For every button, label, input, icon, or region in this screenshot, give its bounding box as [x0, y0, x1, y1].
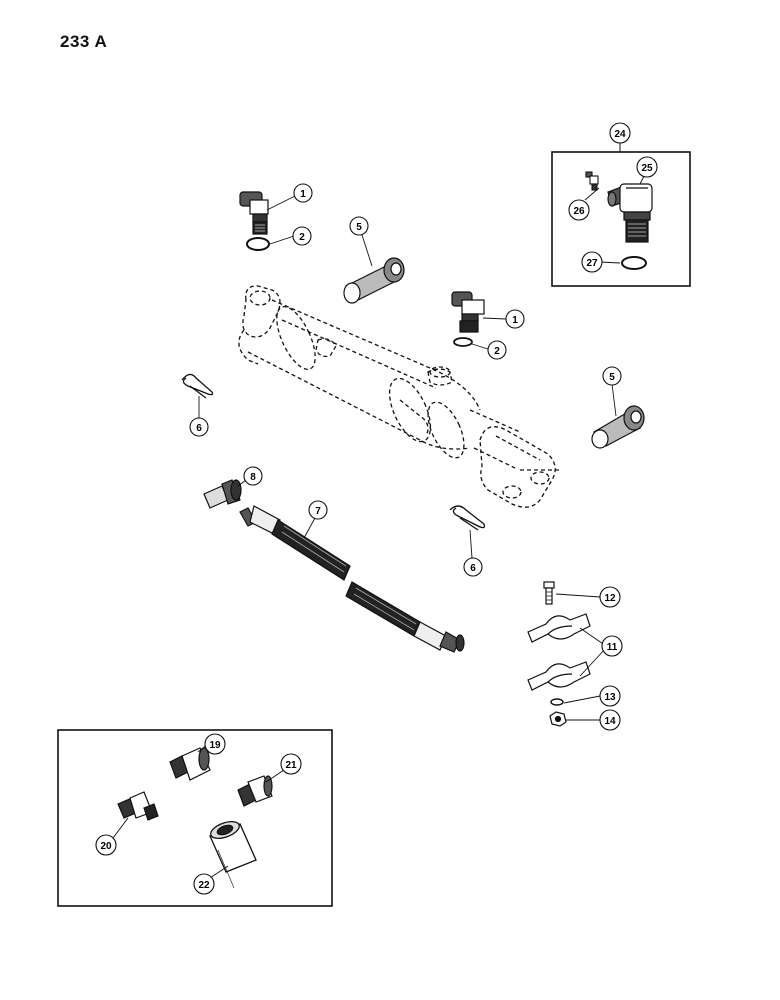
- callout-5b-label: 5: [609, 372, 615, 383]
- washer-13: [550, 698, 564, 706]
- callout-2a-label: 2: [299, 232, 305, 243]
- callout-5b: 5: [602, 366, 622, 386]
- pin-5b: [591, 405, 645, 449]
- callout-24-label: 24: [614, 129, 626, 140]
- callout-21: 21: [280, 753, 302, 775]
- callout-19-label: 19: [209, 740, 221, 751]
- clamp-11-lower: [527, 661, 591, 691]
- bleeder-screw-26: [585, 171, 599, 191]
- callout-6a-label: 6: [196, 423, 202, 434]
- nut-14: [549, 711, 567, 727]
- callout-25-label: 25: [641, 163, 653, 174]
- callout-11: 11: [601, 635, 623, 657]
- inset-box-fittings: [57, 729, 333, 907]
- callout-2a: 2: [292, 226, 312, 246]
- callout-2b-label: 2: [494, 346, 500, 357]
- callout-14-label: 14: [604, 716, 616, 727]
- o-ring-2b: [453, 337, 473, 347]
- callout-6b-label: 6: [470, 563, 476, 574]
- callout-20: 20: [95, 834, 117, 856]
- callout-5a-label: 5: [356, 222, 362, 233]
- fitting-20: [117, 791, 159, 821]
- callout-12: 12: [599, 586, 621, 608]
- callout-7: 7: [308, 500, 328, 520]
- fitting-21: [237, 775, 273, 807]
- callout-13-label: 13: [604, 692, 616, 703]
- callout-8: 8: [243, 466, 263, 486]
- callout-25: 25: [636, 156, 658, 178]
- callout-27: 27: [581, 251, 603, 273]
- callout-20-label: 20: [100, 841, 112, 852]
- callout-24: 24: [609, 122, 631, 144]
- callout-1a: 1: [293, 183, 313, 203]
- callout-21-label: 21: [285, 760, 297, 771]
- inset-box-24: [551, 143, 691, 287]
- bolt-12: [543, 581, 555, 605]
- hose-7: [239, 505, 465, 653]
- callout-11-label: 11: [607, 642, 618, 653]
- callout-19: 19: [204, 733, 226, 755]
- callout-2b: 2: [487, 340, 507, 360]
- callout-12-label: 12: [604, 593, 616, 604]
- callout-22: 22: [193, 873, 215, 895]
- callout-26: 26: [568, 199, 590, 221]
- coupling-22: [209, 821, 257, 889]
- callout-1b: 1: [505, 309, 525, 329]
- callout-7-label: 7: [315, 506, 321, 517]
- elbow-fitting-1b: [451, 291, 485, 333]
- elbow-fitting-1a: [239, 191, 269, 235]
- callout-1a-label: 1: [300, 189, 306, 200]
- fitting-19: [169, 747, 211, 781]
- callout-1b-label: 1: [512, 315, 518, 326]
- callout-27-label: 27: [586, 258, 598, 269]
- elbow-fitting-25: [607, 183, 653, 243]
- leader-lines: [112, 175, 645, 879]
- callout-8-label: 8: [250, 472, 256, 483]
- clamp-11-upper: [527, 613, 591, 643]
- callout-5a: 5: [349, 216, 369, 236]
- hair-pin-6b: [449, 505, 486, 531]
- pin-5a: [343, 257, 405, 304]
- callout-6b: 6: [463, 557, 483, 577]
- callout-14: 14: [599, 709, 621, 731]
- callout-26-label: 26: [573, 206, 585, 217]
- o-ring-2a: [246, 237, 270, 251]
- hair-pin-6a: [181, 373, 214, 399]
- page-number: 233 A: [60, 32, 108, 51]
- o-ring-27: [621, 256, 647, 270]
- callout-13: 13: [599, 685, 621, 707]
- callout-6a: 6: [189, 417, 209, 437]
- adapter-8: [203, 479, 242, 509]
- hydraulic-cylinder-outline: [238, 285, 560, 508]
- callout-22-label: 22: [198, 880, 210, 891]
